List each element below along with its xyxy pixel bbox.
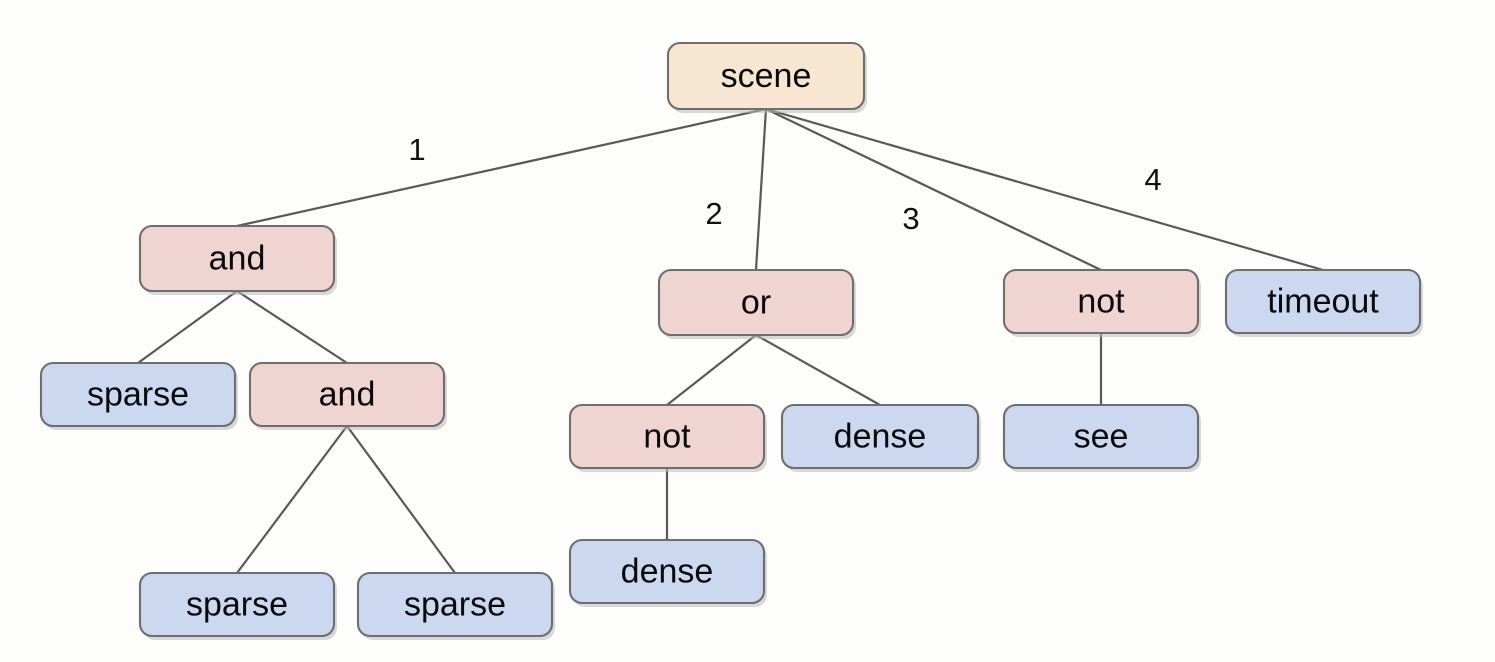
node-box[interactable] [248, 361, 446, 428]
node-label: scene [721, 57, 812, 95]
tree-node-and-n1[interactable]: and [138, 224, 337, 295]
node-label: sparse [404, 585, 506, 623]
tree-edge-n0-n1 [235, 107, 768, 228]
tree-edge-n2-n7 [665, 333, 758, 407]
node-label: sparse [186, 585, 288, 623]
node-box[interactable] [1002, 268, 1200, 335]
tree-node-dense-n10[interactable]: dense [568, 538, 767, 607]
node-box[interactable] [780, 403, 980, 470]
node-label: not [1077, 282, 1125, 320]
node-label: sparse [87, 375, 189, 413]
node-label: dense [621, 552, 714, 590]
tree-node-dense-n8[interactable]: dense [780, 403, 981, 472]
node-label: or [741, 283, 771, 321]
tree-node-or-n2[interactable]: or [657, 268, 856, 339]
node-box[interactable] [666, 41, 866, 111]
node-box[interactable] [568, 403, 766, 470]
tree-node-and-n6[interactable]: and [248, 361, 447, 430]
node-box[interactable] [356, 571, 554, 638]
node-box[interactable] [1224, 268, 1422, 335]
tree-node-not-n7[interactable]: not [568, 403, 767, 472]
tree-edge-n0-n4 [764, 107, 1325, 272]
node-box[interactable] [657, 268, 855, 337]
tree-node-timeout-n4[interactable]: timeout [1224, 268, 1423, 337]
tree-edge-n1-n5 [136, 289, 239, 365]
tree-node-not-n3[interactable]: not [1002, 268, 1201, 337]
tree-edge-n6-n11 [235, 424, 349, 575]
node-box[interactable] [1002, 403, 1200, 470]
edge-label-4: 4 [1144, 162, 1161, 197]
tree-edge-n0-n3 [764, 107, 1103, 272]
tree-node-see-n9[interactable]: see [1002, 403, 1201, 472]
edge-labels-layer: 1 2 3 4 [408, 132, 1161, 236]
tree-edge-n2-n8 [754, 333, 882, 407]
tree-node-sparse-n11[interactable]: sparse [138, 571, 337, 640]
tree-node-scene-n0[interactable]: scene [666, 41, 867, 113]
node-label: and [319, 375, 376, 413]
node-label: dense [834, 417, 927, 455]
node-box[interactable] [568, 538, 766, 605]
tree-edge-n1-n6 [235, 289, 349, 365]
node-box[interactable] [138, 224, 336, 293]
tree-edge-n6-n12 [345, 424, 457, 575]
node-label: timeout [1267, 282, 1379, 320]
tree-edge-n0-n2 [754, 107, 768, 272]
edges-layer [136, 107, 1325, 575]
node-label: see [1074, 417, 1129, 455]
edge-label-1: 1 [408, 132, 425, 167]
edge-label-3: 3 [902, 201, 919, 236]
node-box[interactable] [138, 571, 336, 638]
node-label: not [643, 417, 691, 455]
node-label: and [209, 239, 266, 277]
tree-node-sparse-n12[interactable]: sparse [356, 571, 555, 640]
tree-node-sparse-n5[interactable]: sparse [39, 361, 238, 430]
nodes-layer: scene and or not timeout sparse and not dense see… [39, 41, 1423, 640]
node-box[interactable] [39, 361, 237, 428]
edge-label-2: 2 [705, 196, 722, 231]
